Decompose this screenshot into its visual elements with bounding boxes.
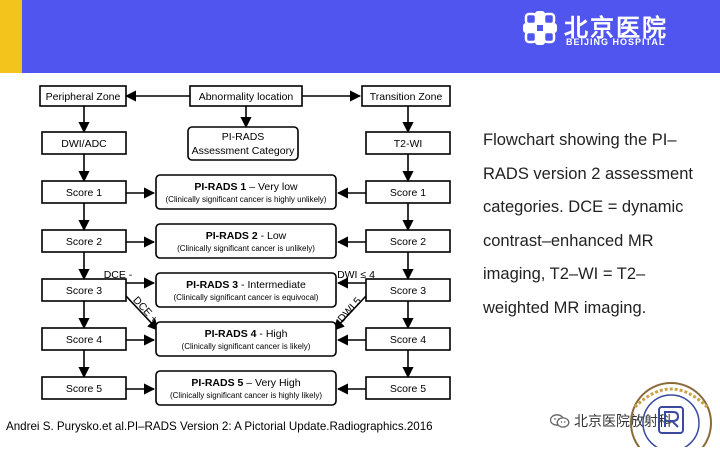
left-score-label: Score 5 (66, 383, 102, 395)
pirads-category-desc: (Clinically significant cancer is highly… (170, 391, 322, 400)
right-scores: Score 1 Score 2 Score 3 Score 4 Score 5 (365, 180, 451, 400)
pirads-category-level: - Intermediate (238, 279, 306, 291)
dwi-adc-label: DWI/ADC (61, 138, 107, 150)
flowchart-edges (78, 90, 414, 395)
pirads-category-node: PI-RADS 2 - Low (Clinically significant … (155, 223, 337, 259)
edge-dwi5 (333, 295, 367, 331)
left-scores: Score 1 Score 2 Score 3 Score 4 Score 5 (41, 180, 127, 400)
left-accent-bar (0, 0, 22, 73)
assessment-category-node: PI-RADS Assessment Category (187, 126, 299, 161)
pirads-category-title: PI-RADS 2 - Low (206, 230, 287, 242)
t2wi-node: T2-WI (365, 131, 451, 155)
dce-minus-label: DCE - (104, 269, 133, 281)
right-score-node: Score 3 (365, 278, 451, 302)
left-score-node: Score 5 (41, 376, 127, 400)
pirads-category-title: PI-RADS 1 – Very low (194, 181, 298, 193)
peripheral-zone-label: Peripheral Zone (46, 91, 121, 103)
left-score-node: Score 2 (41, 229, 127, 253)
abnormality-location-node: Abnormality location (189, 85, 303, 107)
pirads-category-title: PI-RADS 3 - Intermediate (186, 279, 306, 291)
pirads-category-title: PI-RADS 5 – Very High (191, 377, 300, 389)
transition-zone-node: Transition Zone (361, 85, 451, 107)
left-score-label: Score 2 (66, 236, 102, 248)
logo-chinese-text: 北京医院 (564, 13, 668, 42)
right-score-label: Score 4 (390, 334, 426, 346)
pirads-category-level: – Very High (243, 377, 300, 389)
pirads-category-name: PI-RADS 4 (205, 328, 257, 340)
header-band (22, 0, 720, 73)
transition-zone-label: Transition Zone (370, 91, 443, 103)
right-score-node: Score 4 (365, 327, 451, 351)
hospital-logo: 北京医院 BEIJING HOSPITAL (522, 8, 702, 48)
dwi-adc-node: DWI/ADC (41, 131, 127, 155)
left-score-node: Score 1 (41, 180, 127, 204)
pirads-category-node: PI-RADS 1 – Very low (Clinically signifi… (155, 174, 337, 210)
logo-english-text: BEIJING HOSPITAL (566, 37, 666, 47)
pirads-category-node: PI-RADS 5 – Very High (Clinically signif… (155, 370, 337, 406)
hospital-cross-logo-icon (523, 11, 557, 45)
left-score-label: Score 4 (66, 334, 102, 346)
pirads-category-name: PI-RADS 3 (186, 279, 238, 291)
pirads-category-desc: (Clinically significant cancer is likely… (182, 342, 311, 351)
abnormality-location-label: Abnormality location (199, 91, 294, 103)
right-score-label: Score 3 (390, 285, 426, 297)
pirads-category-node: PI-RADS 3 - Intermediate (Clinically sig… (155, 272, 337, 308)
pirads-category-desc: (Clinically significant cancer is unlike… (177, 244, 315, 253)
wechat-watermark: 北京医院放射科 (550, 411, 672, 431)
pirads-category-level: - High (257, 328, 288, 340)
pirads-category-name: PI-RADS 5 (191, 377, 243, 389)
right-score-label: Score 1 (390, 187, 426, 199)
citation-text: Andrei S. Purysko.et al.PI–RADS Version … (6, 420, 433, 433)
left-score-label: Score 1 (66, 187, 102, 199)
left-score-node: Score 3 (41, 278, 127, 302)
right-score-label: Score 2 (390, 236, 426, 248)
hospital-seal-icon (630, 382, 712, 447)
right-score-node: Score 1 (365, 180, 451, 204)
pirads-category-name: PI-RADS 2 (206, 230, 258, 242)
dwi5-label: DWI 5 (336, 295, 365, 325)
pirads-category-node: PI-RADS 4 - High (Clinically significant… (155, 321, 337, 357)
pirads-category-level: - Low (258, 230, 287, 242)
pirads-category-level: – Very low (246, 181, 298, 193)
pirads-flowchart: DCE - DCE + DWI ≤ 4 DWI 5 Peripheral Zon… (39, 85, 451, 406)
edge-dce-plus (125, 295, 159, 331)
assessment-category-line1: PI-RADS (222, 131, 265, 143)
wechat-icon (550, 414, 570, 428)
peripheral-zone-node: Peripheral Zone (39, 85, 127, 107)
figure-caption: Flowchart showing the PI–RADS version 2 … (483, 131, 693, 317)
t2wi-label: T2-WI (394, 138, 423, 150)
pirads-category-title: PI-RADS 4 - High (205, 328, 288, 340)
pirads-category-name: PI-RADS 1 (194, 181, 246, 193)
pirads-category-desc: (Clinically significant cancer is highly… (166, 195, 327, 204)
right-score-node: Score 5 (365, 376, 451, 400)
left-score-node: Score 4 (41, 327, 127, 351)
dwi-le4-label: DWI ≤ 4 (337, 269, 375, 281)
wechat-account-name: 北京医院放射科 (574, 413, 672, 429)
assessment-category-line2: Assessment Category (192, 145, 295, 157)
left-score-label: Score 3 (66, 285, 102, 297)
right-score-label: Score 5 (390, 383, 426, 395)
right-score-node: Score 2 (365, 229, 451, 253)
pirads-category-desc: (Clinically significant cancer is equivo… (174, 293, 319, 302)
